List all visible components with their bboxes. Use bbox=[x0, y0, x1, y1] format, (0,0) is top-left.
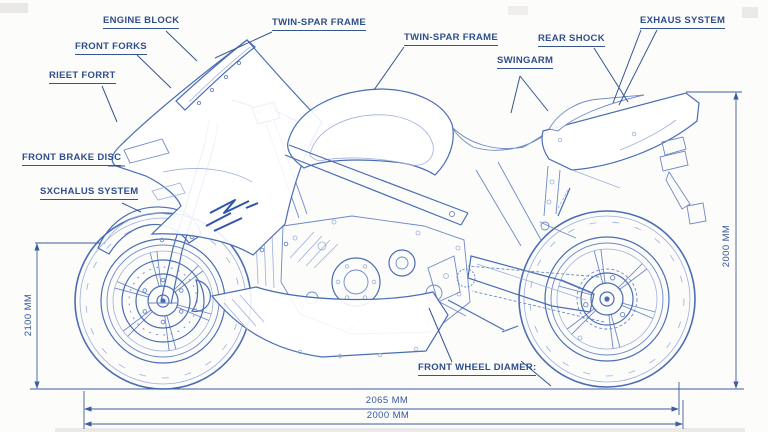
label-engine-block: ENGINE BLOCK bbox=[103, 15, 180, 29]
label-front-wheel-diamer: FRONT WHEEL DIAMER: bbox=[418, 362, 537, 376]
label-front-forks: FRONT FORKS bbox=[75, 41, 147, 55]
leader-lines bbox=[101, 29, 658, 387]
label-twin-spar-frame-right: TWIN-SPAR FRAME bbox=[404, 32, 499, 46]
dim-right-height: 2000 MM bbox=[721, 224, 732, 268]
dim-left-height: 2100 MM bbox=[23, 293, 34, 337]
dim-bottom-outer: 2065 MM bbox=[365, 395, 409, 406]
rear-wheel bbox=[518, 210, 696, 388]
front-brake-disc-shape bbox=[121, 259, 211, 343]
windscreen-shape bbox=[175, 39, 256, 111]
tail-shape bbox=[451, 92, 707, 225]
dim-bottom-inner: 2000 MM bbox=[366, 410, 410, 421]
label-sxchalus-system: SXCHALUS SYSTEM bbox=[40, 186, 139, 200]
label-rear-shock: REAR SHOCK bbox=[538, 33, 605, 47]
label-front-brake-disc: FRONT BRAKE DISC bbox=[22, 152, 122, 166]
label-swingarm: SWINGARM bbox=[497, 55, 554, 69]
label-rieet-forrt: RIEET FORRT bbox=[49, 70, 116, 84]
label-exhaus-system: EXHAUS SYSTEM bbox=[640, 15, 726, 29]
belly-pan-shape bbox=[210, 286, 449, 359]
scan-artifacts bbox=[0, 3, 758, 432]
dimension-lines bbox=[30, 91, 744, 429]
fuel-tank-shape bbox=[284, 88, 469, 226]
engine-shape bbox=[255, 215, 519, 335]
fairing-logo bbox=[205, 199, 259, 232]
label-twin-spar-frame-left: TWIN-SPAR FRAME bbox=[272, 17, 367, 31]
